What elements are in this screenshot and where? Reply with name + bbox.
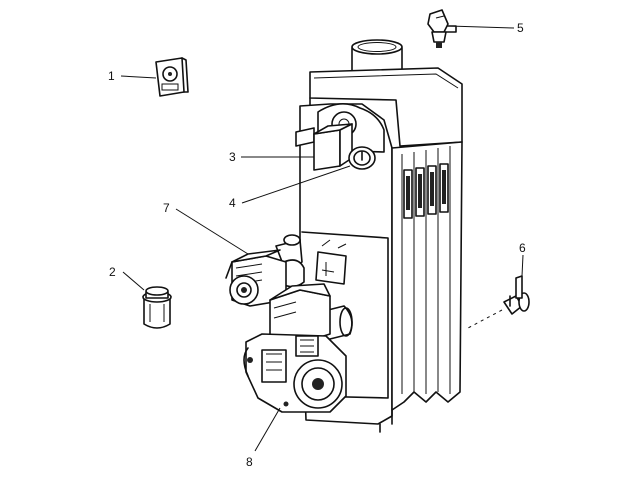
fin-windows (403, 163, 449, 219)
callout-label-2: 2 (109, 265, 116, 279)
leader-line-8 (254, 407, 281, 452)
leader-line-7 (175, 208, 249, 255)
leader-line-5 (448, 25, 515, 29)
oil-burner (243, 283, 353, 413)
room-thermostat (155, 57, 189, 97)
callout-label-1: 1 (108, 69, 115, 83)
callout-labels: 1 2 3 4 5 6 7 8 (108, 21, 526, 469)
callout-label-5: 5 (517, 21, 524, 35)
leader-line-4 (241, 165, 351, 204)
leader-line-2 (122, 271, 145, 291)
circulating-pump (225, 234, 305, 307)
leader-line-6 (521, 254, 524, 277)
oil-filter (142, 286, 172, 329)
leader-lines (120, 25, 524, 452)
drain-cock (467, 275, 530, 329)
callout-label-6: 6 (519, 241, 526, 255)
leader-line-1 (120, 75, 157, 79)
air-vent-valve (427, 9, 457, 48)
thermometer-dial (348, 146, 376, 170)
callout-label-3: 3 (229, 150, 236, 164)
callout-label-4: 4 (229, 196, 236, 210)
callout-label-7: 7 (163, 201, 170, 215)
callout-label-8: 8 (246, 455, 253, 469)
door-label-plate (315, 239, 347, 285)
